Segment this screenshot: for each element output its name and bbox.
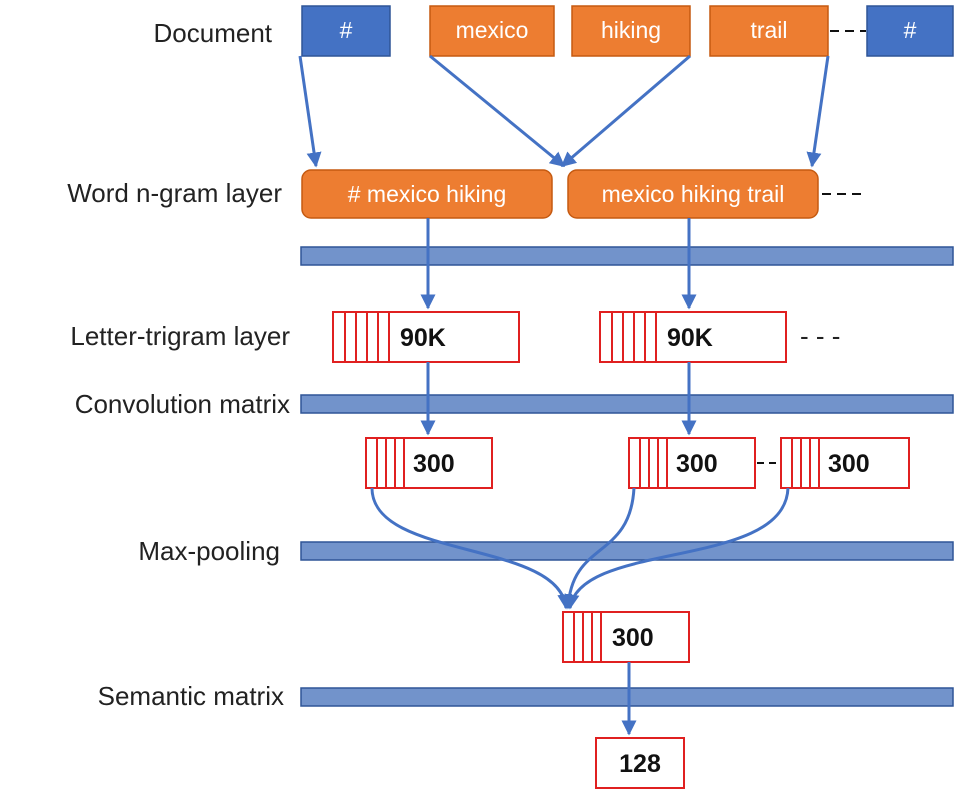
label-word-ngram-layer: Word n-gram layer (67, 178, 282, 208)
arrow-mexico-to-ngrams (429, 54, 566, 168)
token-box-mexico (429, 5, 555, 57)
label-max-pooling: Max-pooling (138, 536, 280, 566)
layer-bar-max-pooling (300, 541, 954, 561)
trigram-value-2: 90K (667, 324, 713, 352)
layer-bar-convolution (300, 394, 954, 414)
token-box-trail (709, 5, 829, 57)
token-hiking: hiking (601, 17, 661, 43)
conv-vector-1: 300 (365, 437, 493, 489)
arrow-hash-to-ngram1 (298, 55, 322, 168)
label-convolution-matrix: Convolution matrix (75, 389, 290, 419)
layer-bar-semantic (300, 687, 954, 707)
curve-conv3-to-pool (564, 487, 790, 610)
token-box-hash-end (866, 5, 954, 57)
conv-value-3: 300 (828, 450, 870, 478)
output-value: 128 (619, 750, 661, 778)
conv-vector-2: 300 (628, 437, 756, 489)
arrow-trail-to-ngram2 (806, 55, 830, 168)
conv-value-2: 300 (676, 450, 718, 478)
token-box-hash-start (301, 5, 391, 57)
trigram-value-1: 90K (400, 324, 446, 352)
trigram-ellipsis: - - - (800, 321, 840, 351)
ngram-label-1: # mexico hiking (348, 181, 507, 207)
label-letter-trigram-layer: Letter-trigram layer (70, 321, 290, 351)
ngram-label-2: mexico hiking trail (602, 181, 785, 207)
curve-conv2-to-pool (561, 487, 636, 610)
label-document: Document (154, 18, 273, 48)
conv-value-1: 300 (413, 450, 455, 478)
conv-vector-3: 300 (780, 437, 910, 489)
token-hash-start: # (340, 17, 353, 43)
token-trail: trail (750, 17, 787, 43)
ngram-box-2 (567, 169, 819, 219)
token-box-hiking (571, 5, 691, 57)
trigram-vector-1: 90K (332, 311, 520, 363)
pool-vector: 300 (562, 611, 690, 663)
output-vector (595, 737, 685, 789)
trigram-vector-2: 90K (599, 311, 787, 363)
layer-bar-word-ngram (300, 246, 954, 266)
arrow-hiking-to-ngrams (560, 54, 691, 168)
label-semantic-matrix: Semantic matrix (98, 681, 284, 711)
token-mexico: mexico (456, 17, 529, 43)
curve-conv1-to-pool (370, 487, 573, 610)
pool-value: 300 (612, 624, 654, 652)
token-hash-end: # (904, 17, 917, 43)
